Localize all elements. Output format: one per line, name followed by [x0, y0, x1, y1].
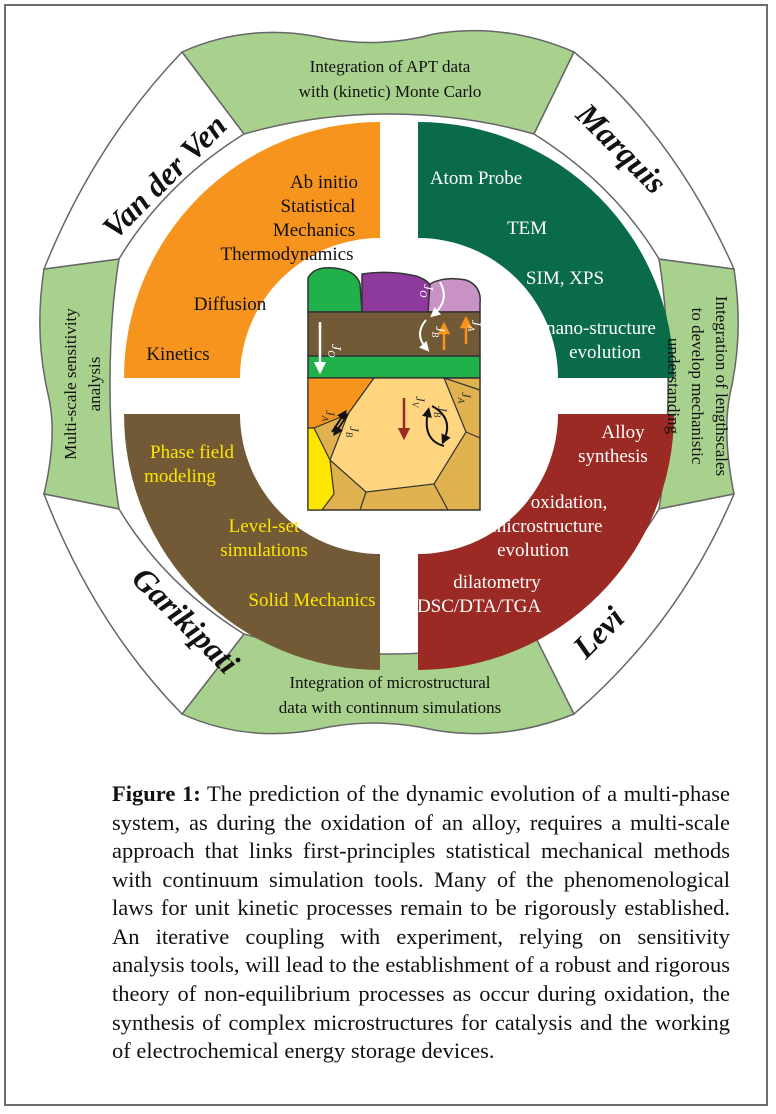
tl-line-5: Diffusion: [194, 294, 267, 315]
flux-label-ja-grain: JA: [456, 392, 474, 404]
top-right-ring-segment: [533, 50, 736, 270]
right-pad-line-1: Integration of lengthscales: [712, 296, 731, 476]
br-line-7: DSC/DTA/TGA: [417, 596, 541, 617]
svg-text:JB: JB: [430, 326, 448, 338]
top-pad-text: Integration of APT data with (kinetic) M…: [299, 57, 482, 101]
tl-line-2: Statistical: [281, 196, 356, 217]
alloy-grain-yellow: [307, 427, 335, 511]
svg-text:JO: JO: [325, 344, 343, 357]
ja-curved-arrow: [422, 407, 445, 447]
figure-frame: Integration of APT data with (kinetic) M…: [4, 4, 768, 1106]
oxide-layer: [307, 311, 481, 357]
flux-label-jb-alloy: JB: [344, 426, 362, 438]
quadrant-bottom-right: [418, 414, 674, 670]
right-pad-line-2: to develop mechanistic: [688, 308, 707, 465]
br-line-2: synthesis: [578, 446, 648, 467]
left-pad-line-2: analysis: [85, 357, 104, 412]
flux-label-jb-grain: JB: [432, 406, 450, 418]
bottom-left-ring-segment: [42, 492, 246, 716]
bottom-pad-text: Integration of microstructural data with…: [279, 673, 501, 717]
svg-text:JO: JO: [417, 284, 435, 297]
bl-line-3: Level-set: [229, 516, 300, 537]
caption-label: Figure 1:: [112, 781, 201, 806]
br-line-4: microstructure: [492, 516, 603, 537]
alloy-grain-boundary: [359, 377, 481, 511]
quadrant-top-right: [418, 122, 674, 378]
jb-black-arrow: [333, 413, 349, 437]
bottom-right-methods: Alloy synthesis oxidation, microstructur…: [417, 422, 648, 617]
flux-label-ja-oxide: JA: [466, 320, 484, 332]
br-line-3: oxidation,: [531, 492, 608, 513]
quadrant-bottom-left: [124, 414, 380, 670]
tr-line-4: nano-structure: [546, 318, 656, 339]
svg-text:JA: JA: [456, 392, 474, 404]
flux-label-ja-alloy: JA: [320, 410, 338, 422]
top-green-pad: [180, 29, 576, 135]
bl-line-4: simulations: [220, 540, 308, 561]
top-pad-line-1: Integration of APT data: [310, 57, 471, 76]
tr-line-5: evolution: [569, 342, 641, 363]
svg-text:JV: JV: [410, 396, 428, 409]
figure-caption: Figure 1: The prediction of the dynamic …: [112, 780, 730, 1066]
svg-text:JA: JA: [320, 410, 338, 422]
left-pad-text: Multi-scale sensitivity analysis: [61, 308, 104, 460]
bl-line-1: Phase field: [150, 442, 234, 463]
microstructure-schematic: JO JO JB JA JV JA JB JB: [307, 266, 484, 511]
top-right-methods: Atom Probe TEM SIM, XPS nano-structure e…: [430, 168, 656, 363]
bottom-pad-line-1: Integration of microstructural: [289, 673, 490, 692]
oxygen-surface-arrow: [430, 281, 445, 318]
tl-line-1: Ab initio: [290, 172, 358, 193]
right-pad-line-3: understanding: [664, 338, 683, 435]
bottom-left-methods: Phase field modeling Level-set simulatio…: [144, 442, 375, 611]
top-left-methods: Ab initio Statistical Mechanics Thermody…: [146, 172, 358, 365]
flux-label-jv: JV: [410, 396, 428, 409]
svg-text:JB: JB: [344, 426, 362, 438]
green-band: [307, 355, 481, 379]
research-diagram: Integration of APT data with (kinetic) M…: [39, 29, 739, 735]
top-pad-line-2: with (kinetic) Monte Carlo: [299, 82, 482, 101]
tr-line-3: SIM, XPS: [526, 268, 604, 289]
br-line-1: Alloy: [601, 422, 645, 443]
bl-line-2: modeling: [144, 466, 216, 487]
caption-text: The prediction of the dynamic evolution …: [112, 781, 730, 1064]
boundary-curved-arrow: [418, 319, 430, 352]
alloy-grain-orange: [307, 377, 376, 429]
bl-line-5: Solid Mechanics: [248, 590, 375, 611]
jb-curved-arrow: [431, 405, 451, 445]
surface-grain-green: [307, 266, 363, 313]
svg-text:JA: JA: [466, 320, 484, 332]
tr-line-1: Atom Probe: [430, 168, 522, 189]
tl-line-4: Thermodynamics: [221, 244, 354, 265]
svg-text:JB: JB: [432, 406, 450, 418]
br-line-5: evolution: [497, 540, 569, 561]
tl-line-3: Mechanics: [273, 220, 355, 241]
br-line-6: dilatometry: [453, 572, 541, 593]
flux-label-jo-top: JO: [417, 284, 435, 297]
left-pad-line-1: Multi-scale sensitivity: [61, 308, 80, 460]
tl-line-6: Kinetics: [146, 344, 209, 365]
right-pad-text: Integration of lengthscales to develop m…: [664, 296, 731, 476]
bottom-pad-line-2: data with continnum simulations: [279, 698, 501, 717]
top-left-ring-segment: [42, 50, 246, 270]
flux-label-jo-left: JO: [325, 344, 343, 357]
tr-line-2: TEM: [507, 218, 547, 239]
quadrant-top-left: [124, 122, 380, 378]
flux-label-jb-oxide: JB: [430, 326, 448, 338]
